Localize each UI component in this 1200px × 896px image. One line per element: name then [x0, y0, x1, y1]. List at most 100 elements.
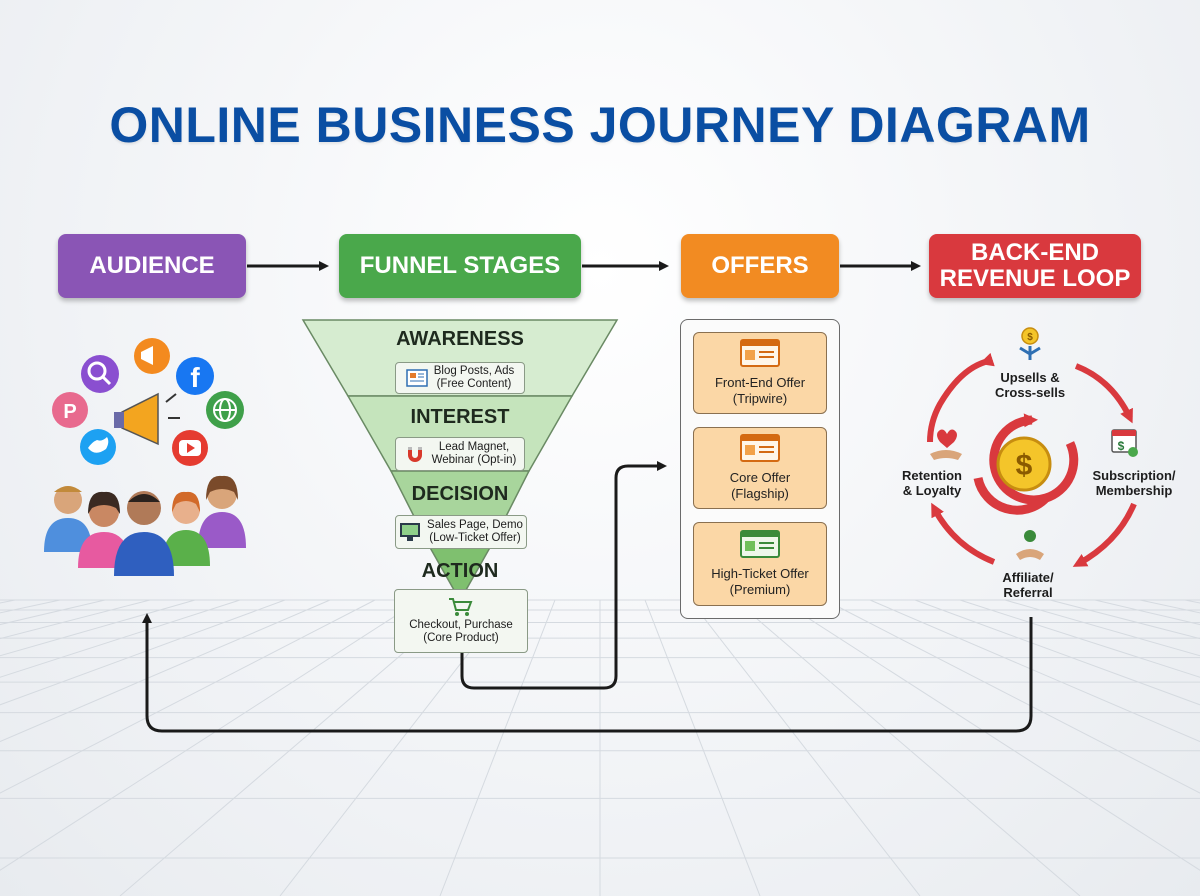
upsells-cross-sells-label: Upsells & Cross-sells [980, 370, 1080, 400]
upsells-line2: Cross-sells [994, 385, 1066, 400]
handshake-icon [1016, 530, 1044, 560]
interest-content-box: Lead Magnet, Webinar (Opt-in) [395, 437, 525, 471]
action-content-box: Checkout, Purchase (Core Product) [394, 589, 528, 653]
awareness-content-box: Blog Posts, Ads (Free Content) [395, 362, 525, 394]
subscription-line2: Membership [1095, 483, 1173, 498]
page-title: ONLINE BUSINESS JOURNEY DIAGRAM [109, 97, 1091, 153]
backend-header-line2: REVENUE LOOP [939, 265, 1131, 292]
grid-line [959, 599, 1200, 678]
subscription-line1: Subscription/ [1092, 468, 1176, 483]
loop-arrow-bottom-left [931, 502, 996, 565]
loop-arrow-bottom-right [1072, 502, 1137, 567]
funnel-label-action: ACTION [421, 560, 499, 582]
front-end-offer-line1: Front-End Offer [714, 375, 806, 390]
arrow-backend-to-audience [142, 613, 1033, 733]
funnel-label-awareness: AWARENESS [396, 328, 524, 350]
person-icon [114, 491, 174, 576]
action-line2: (Core Product) [423, 632, 499, 644]
grid-line [734, 599, 1081, 896]
grid-line [1004, 599, 1200, 657]
high-ticket-offer-line1: High-Ticket Offer [711, 566, 809, 581]
interest-line2: Webinar (Opt-in) [431, 454, 517, 466]
grid-line [0, 599, 241, 678]
heart-hand-icon [930, 429, 962, 460]
cart-icon [449, 598, 473, 616]
affiliate-line1: Affiliate/ [1002, 570, 1054, 585]
inner-cycle-arrow-lower [973, 476, 1050, 515]
grid-line [644, 599, 761, 896]
svg-text:$: $ [1016, 449, 1033, 482]
person-icon [162, 491, 210, 566]
twitter-icon [80, 429, 116, 465]
offers-header: OFFERS [681, 234, 839, 298]
grid-line [0, 599, 286, 706]
funnel-label-interest: INTEREST [410, 406, 510, 428]
pinterest-icon: P [52, 392, 88, 428]
core-offer-line2: (Flagship) [731, 486, 789, 501]
grid-line [0, 599, 421, 871]
split-arrow-icon: $ [1019, 327, 1041, 360]
youtube-icon [172, 430, 208, 466]
megaphone-icon [134, 338, 170, 374]
backend-header-line1: BACK-END [971, 239, 1099, 266]
front-end-offer-line2: (Tripwire) [732, 391, 788, 406]
calendar-icon: $ [1111, 429, 1138, 457]
arrow-action-to-offers [460, 461, 667, 690]
browser-window-icon [740, 530, 780, 558]
facebook-icon: f [176, 357, 214, 395]
browser-window-icon [740, 339, 780, 367]
svg-text:P: P [63, 401, 76, 423]
decision-line2: (Low-Ticket Offer) [429, 532, 521, 544]
offer-card-front-end: Front-End Offer (Tripwire) [693, 332, 827, 414]
megaphone-icon [114, 392, 180, 446]
person-icon [44, 486, 92, 552]
browser-window-icon [740, 434, 780, 462]
awareness-line1: Blog Posts, Ads [433, 365, 515, 377]
core-offer-line1: Core Offer [729, 470, 791, 485]
newspaper-icon [405, 369, 428, 387]
interest-line1: Lead Magnet, [438, 441, 510, 453]
high-ticket-offer-line2: (Premium) [729, 582, 791, 597]
retention-loyalty-label: Retention & Loyalty [890, 468, 974, 498]
grid-line [0, 599, 196, 657]
offer-card-core: Core Offer (Flagship) [693, 427, 827, 509]
grid-line [689, 599, 921, 896]
funnel-stages-header: FUNNEL STAGES [339, 234, 581, 298]
grid-line [914, 599, 1200, 706]
affiliate-referral-label: Affiliate/ Referral [978, 570, 1078, 600]
grid-line [779, 599, 1200, 871]
funnel-label-decision: DECISION [411, 483, 509, 505]
decision-content-box: Sales Page, Demo (Low-Ticket Offer) [395, 515, 527, 549]
retention-line2: & Loyalty [902, 483, 962, 498]
subscription-membership-label: Subscription/ Membership [1084, 468, 1184, 498]
action-line1: Checkout, Purchase [409, 619, 513, 631]
magnet-icon [407, 447, 422, 462]
inner-cycle-arrow [989, 413, 1079, 505]
search-icon [81, 355, 119, 393]
loop-arrow-top-left [927, 352, 995, 443]
offer-card-high-ticket: High-Ticket Offer (Premium) [693, 522, 827, 606]
svg-text:$: $ [1118, 439, 1125, 453]
decision-line1: Sales Page, Demo [427, 519, 523, 531]
audience-header: AUDIENCE [58, 234, 246, 298]
awareness-line2: (Free Content) [436, 378, 512, 390]
globe-icon [206, 391, 244, 429]
person-icon [198, 475, 246, 548]
upsells-line1: Upsells & [1000, 370, 1060, 385]
backend-revenue-loop-header: BACK-END REVENUE LOOP [929, 234, 1141, 298]
retention-line1: Retention [902, 468, 962, 483]
grid-line [0, 599, 331, 743]
grid-line [439, 599, 556, 896]
audience-illustration: f P [44, 338, 246, 576]
svg-text:$: $ [1027, 332, 1033, 343]
grid-line [869, 599, 1200, 743]
monitor-icon [400, 523, 421, 541]
affiliate-line2: Referral [1003, 585, 1053, 600]
loop-arrow-top-right [1074, 363, 1133, 424]
dollar-coin-icon: $ [996, 436, 1052, 492]
grid-line [824, 599, 1200, 794]
grid-line [0, 599, 376, 794]
